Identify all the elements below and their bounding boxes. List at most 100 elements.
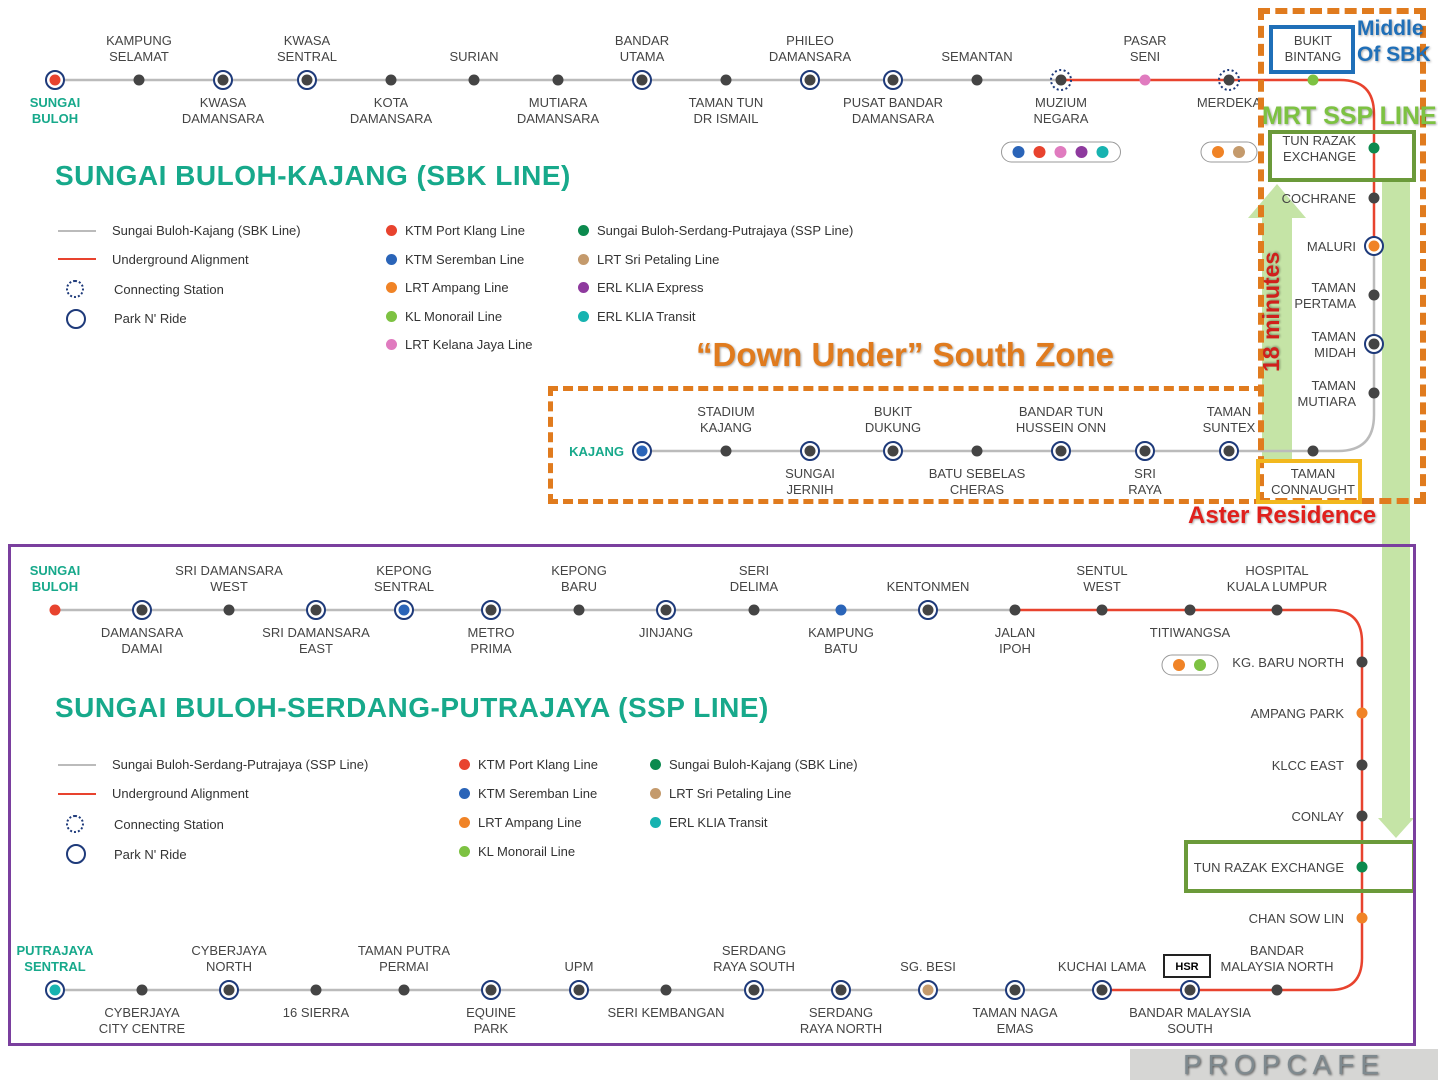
station-ssp[interactable]: KLCC EAST xyxy=(1272,758,1368,773)
park-n-ride-icon xyxy=(66,308,86,329)
interchange-dot xyxy=(1194,659,1206,671)
line-color-dot-icon xyxy=(578,225,589,236)
legend-label: Park N' Ride xyxy=(114,311,187,326)
station-sbk[interactable]: SURIAN xyxy=(449,49,499,86)
legend-item: Underground Alignment xyxy=(58,786,249,801)
station-sbk[interactable]: KAJANG xyxy=(569,441,652,461)
station-ssp[interactable]: SERI KEMBANGAN xyxy=(607,984,725,1021)
legend-item: ERL KLIA Transit xyxy=(578,309,696,324)
station-ssp[interactable]: 16 SIERRA xyxy=(283,984,350,1021)
station-label: MALURI xyxy=(1307,239,1356,254)
station-sbk[interactable]: MERDEKA xyxy=(1197,69,1262,110)
station-ssp[interactable]: KG. BARU NORTH xyxy=(1232,655,1368,670)
connecting-station-icon xyxy=(1218,69,1240,91)
station-ssp[interactable]: SG. BESI xyxy=(900,959,956,1000)
station-ssp[interactable]: AMPANG PARK xyxy=(1251,706,1368,721)
station-ssp[interactable]: UPM xyxy=(565,959,594,1000)
line-color-dot-icon xyxy=(650,817,661,828)
station-sbk[interactable]: SEMANTAN xyxy=(941,49,1013,86)
station-label: COCHRANE xyxy=(1282,191,1357,206)
station-ssp[interactable]: CONLAY xyxy=(1292,809,1368,824)
station-ssp[interactable]: TUN RAZAK EXCHANGE xyxy=(1194,860,1368,875)
legend-item: KTM Port Klang Line xyxy=(459,757,598,772)
station-ssp[interactable]: KENTONMEN xyxy=(887,579,970,620)
station-ssp[interactable]: CHAN SOW LIN xyxy=(1249,911,1368,926)
station-dot xyxy=(1356,912,1368,924)
travel-time-label: 18 minutes xyxy=(1258,251,1284,372)
station-label: TUN RAZAK EXCHANGE xyxy=(1194,860,1345,875)
station-ssp[interactable]: JINJANG xyxy=(639,600,693,640)
station-label: SEMANTAN xyxy=(941,49,1012,64)
sbk-track-underground xyxy=(1061,78,1376,246)
station-dot xyxy=(398,984,410,996)
station-dot xyxy=(1356,707,1368,719)
station-dot xyxy=(398,604,410,616)
station-dot xyxy=(1096,604,1108,616)
line-color-dot-icon xyxy=(386,253,397,265)
station-dot xyxy=(1368,142,1380,154)
station-sbk[interactable]: COCHRANE xyxy=(1282,191,1380,206)
station-dot xyxy=(49,984,61,996)
legend-label: Connecting Station xyxy=(114,816,224,832)
station-ssp[interactable]: KUCHAI LAMA xyxy=(1058,959,1146,1000)
station-ssp[interactable]: TITIWANGSA xyxy=(1150,604,1231,641)
station-sbk[interactable]: MALURI xyxy=(1307,236,1384,256)
legend-item: LRT Sri Petaling Line xyxy=(650,786,791,801)
station-dot xyxy=(49,74,61,86)
middle-of-sbk-label: Middle Of SBK xyxy=(1357,17,1431,66)
legend-label: Sungai Buloh-Kajang (SBK Line) xyxy=(669,757,858,772)
legend-item: LRT Ampang Line xyxy=(386,280,509,295)
